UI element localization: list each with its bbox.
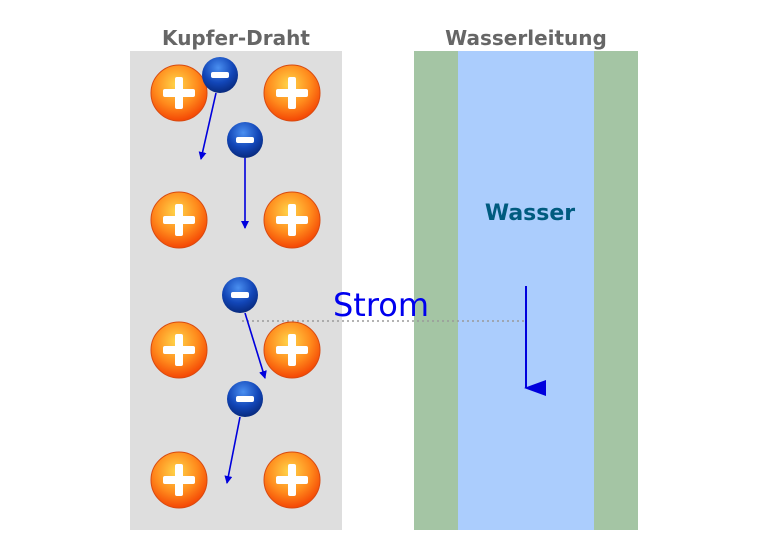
positive-ions <box>150 64 321 509</box>
pipe-title: Wasserleitung <box>445 26 607 50</box>
electron <box>227 381 263 417</box>
positive-ion <box>150 451 208 509</box>
positive-ion <box>263 191 321 249</box>
electron <box>222 277 258 313</box>
positive-ion <box>150 321 208 379</box>
electron <box>227 122 263 158</box>
positive-ion <box>150 191 208 249</box>
pipe-wall-left <box>414 51 458 530</box>
water-label: Wasser <box>485 201 575 226</box>
pipe-wall-right <box>594 51 638 530</box>
positive-ion <box>263 321 321 379</box>
positive-ion <box>263 451 321 509</box>
electron-arrow <box>224 416 241 484</box>
wire-title: Kupfer-Draht <box>162 26 310 50</box>
electron-arrows <box>198 92 267 484</box>
electron-arrow <box>198 92 217 160</box>
electron-arrow <box>244 312 267 379</box>
positive-ion <box>150 64 208 122</box>
electrons <box>202 57 263 417</box>
current-label: Strom <box>333 286 429 324</box>
positive-ion <box>263 64 321 122</box>
electron <box>202 57 238 93</box>
